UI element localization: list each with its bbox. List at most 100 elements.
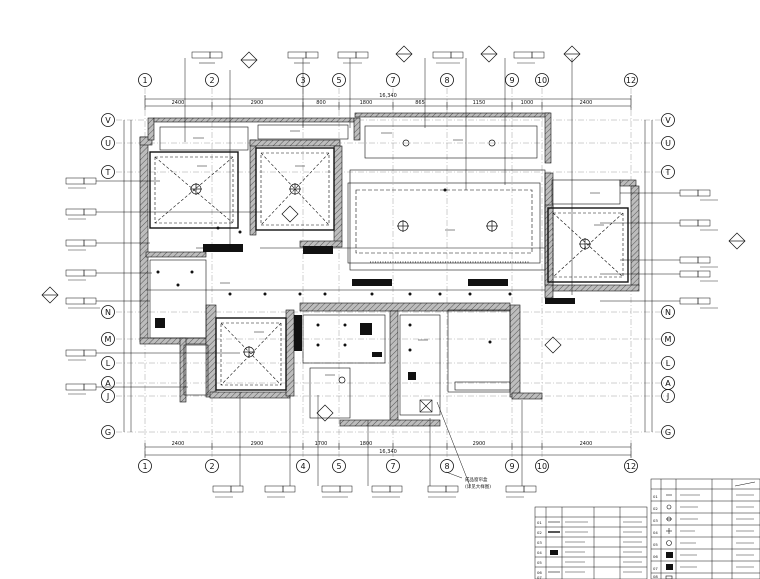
section-marker-icon — [395, 45, 413, 63]
curtain-boxes — [155, 244, 575, 380]
row-bubble: A — [101, 376, 115, 390]
axis-bubble: 2 — [205, 73, 219, 87]
svg-text:04: 04 — [653, 530, 658, 535]
row-bubble: M — [101, 332, 115, 346]
dim-text: 1800 — [360, 100, 373, 106]
dim-text: 2900 — [251, 100, 264, 106]
pendant-light-icon — [243, 346, 255, 358]
legend-symbol-icon — [666, 552, 673, 558]
svg-text:J: J — [106, 392, 109, 401]
row-bubble: L — [661, 356, 675, 370]
svg-text:8: 8 — [444, 76, 449, 85]
dim-text: 2400 — [580, 100, 593, 106]
svg-text:9: 9 — [509, 462, 514, 471]
plan-annotations — [193, 130, 604, 376]
axis-bubble: 8 — [440, 73, 454, 87]
svg-text:U: U — [105, 139, 111, 148]
svg-text:5: 5 — [336, 462, 341, 471]
svg-text:10: 10 — [537, 76, 547, 85]
svg-text:V: V — [105, 116, 111, 125]
svg-text:08: 08 — [653, 574, 658, 579]
callout-text-strokes — [68, 62, 718, 498]
svg-text:2: 2 — [209, 76, 214, 85]
row-bubble: N — [661, 305, 675, 319]
svg-text:4: 4 — [300, 462, 305, 471]
dim-text: 1000 — [521, 100, 534, 106]
axis-bubble: 1 — [138, 73, 152, 87]
section-marker-icon — [728, 232, 746, 250]
svg-text:05: 05 — [653, 542, 658, 547]
svg-text:07: 07 — [537, 575, 542, 579]
axis-bubble: 9 — [505, 73, 519, 87]
grid-axis-bottom: 1 2 4 5 7 8 9 10 12 — [138, 459, 638, 473]
svg-text:04: 04 — [537, 550, 542, 555]
section-marker-icon — [281, 205, 299, 223]
legend-table — [650, 478, 760, 579]
row-bubble: J — [101, 389, 115, 403]
svg-text:06: 06 — [537, 570, 542, 575]
svg-text:T: T — [665, 168, 671, 177]
dim-text: 2400 — [172, 100, 185, 106]
dim-text: 2400 — [172, 441, 185, 447]
axis-bubble: 4 — [296, 459, 310, 473]
svg-text:1: 1 — [142, 76, 147, 85]
svg-text:7: 7 — [390, 76, 395, 85]
svg-text:T: T — [105, 168, 111, 177]
svg-text:U: U — [665, 139, 671, 148]
svg-text:N: N — [105, 308, 111, 317]
row-bubble: V — [101, 113, 115, 127]
svg-text:L: L — [106, 359, 111, 368]
schedule-table — [534, 506, 648, 579]
ceiling-elements — [146, 124, 629, 419]
svg-text:5: 5 — [336, 76, 341, 85]
legend-symbol-icon — [666, 564, 673, 570]
svg-text:03: 03 — [653, 518, 658, 523]
pendant-light-icon — [289, 183, 301, 195]
svg-text:J: J — [666, 392, 669, 401]
dimension-sides — [123, 120, 653, 432]
row-bubble: L — [101, 356, 115, 370]
ceiling-light-icon — [488, 139, 496, 147]
svg-text:A: A — [665, 379, 671, 388]
row-bubble: M — [661, 332, 675, 346]
footer-note-line-1: 成品窗帘盒 — [465, 476, 488, 483]
svg-text:L: L — [666, 359, 671, 368]
row-bubble: V — [661, 113, 675, 127]
svg-text:10: 10 — [537, 462, 547, 471]
svg-text:9: 9 — [509, 76, 514, 85]
row-bubble: J — [661, 389, 675, 403]
row-bubble: T — [661, 165, 675, 179]
svg-text:03: 03 — [537, 540, 542, 545]
callout-tags — [65, 51, 711, 493]
legend-symbol-icon — [665, 494, 673, 579]
svg-text:2: 2 — [209, 462, 214, 471]
dimension-top: 16,340 2400 2900 800 1800 865 1150 1000 … — [144, 93, 632, 110]
axis-bubble: 7 — [386, 73, 400, 87]
overall-dimension-top: 16,340 — [379, 93, 397, 99]
row-bubble: G — [661, 425, 675, 439]
section-marker-icon — [480, 45, 498, 63]
grid-axis-top: 1 2 3 5 7 8 9 10 12 — [138, 73, 638, 87]
legend-row-labels: 01 02 03 04 05 06 07 08 — [653, 494, 658, 579]
section-marker-icon — [316, 404, 334, 422]
pendant-light-icon — [190, 183, 202, 195]
dim-text: 1150 — [473, 100, 486, 106]
axis-bubble: 12 — [624, 459, 638, 473]
svg-text:G: G — [105, 428, 111, 437]
dim-text: 1800 — [360, 441, 373, 447]
schedule-symbols — [548, 521, 560, 573]
svg-text:M: M — [665, 335, 672, 344]
axis-bubble: 9 — [505, 459, 519, 473]
legend-symbols — [665, 494, 673, 579]
dim-text: 2900 — [251, 441, 264, 447]
grid-rows-left: V U T N M L A J G — [101, 113, 115, 439]
footer-note: 成品窗帘盒 (详见大样图) — [445, 471, 491, 490]
downlights — [156, 188, 512, 352]
axis-bubble: 7 — [386, 459, 400, 473]
section-marker-icon — [563, 45, 581, 63]
schedule-text-strokes — [565, 521, 642, 573]
dim-text: 865 — [415, 100, 425, 106]
dim-text: 1700 — [315, 441, 328, 447]
section-marker-icon — [240, 51, 258, 69]
